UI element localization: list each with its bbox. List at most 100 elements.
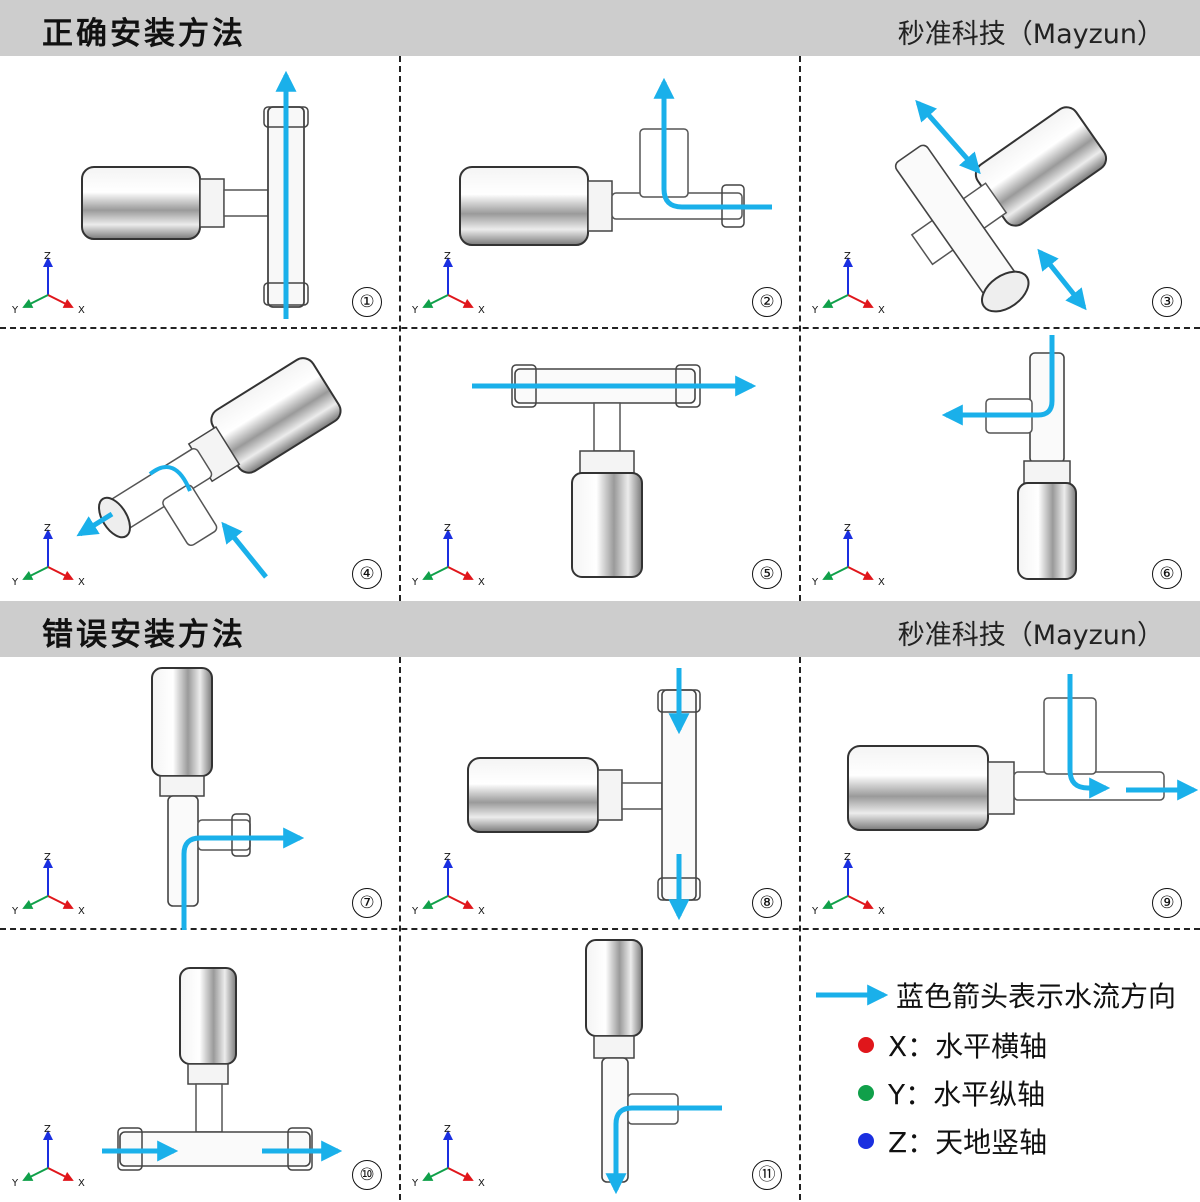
panel-number: ⑧ [752, 888, 782, 918]
axis-triad-icon: Z X Y [411, 852, 485, 916]
axis-label-z: Z [444, 523, 451, 534]
tee-valve-icon [102, 967, 343, 1171]
axis-label-z: Z [44, 852, 51, 863]
tee-valve-icon [585, 939, 722, 1195]
blue-dot-icon [858, 1133, 874, 1149]
panel-number: ⑩ [352, 1160, 382, 1190]
brand-label: 秒准科技（Mayzun） [897, 620, 1164, 651]
correct-section-title: 正确安装方法 [42, 16, 246, 52]
axis-label-x: X [878, 577, 885, 587]
axis-label-y: Y [811, 906, 819, 916]
panel-7: Z X Y ⑦ [0, 658, 400, 930]
axis-label-y: Y [411, 906, 419, 916]
axis-label-z: Z [844, 251, 851, 262]
axis-label-z: Z [44, 1124, 51, 1135]
tee-valve-icon [76, 357, 342, 579]
tee-valve-icon [941, 335, 1077, 580]
axis-label-y: Y [811, 577, 819, 587]
axis-label-z: Z [444, 251, 451, 262]
panel-number: ⑥ [1152, 559, 1182, 589]
panel-number: ① [352, 287, 382, 317]
wrong-section-header: 错误安装方法 秒准科技（Mayzun） [0, 601, 1200, 657]
axis-label-z: Z [44, 251, 51, 262]
axis-label-x: X [78, 1178, 85, 1188]
legend-arrow-text: 蓝色箭头表示水流方向 [896, 980, 1177, 1013]
tee-valve-icon [847, 674, 1199, 831]
correct-section-header: 正确安装方法 秒准科技（Mayzun） [0, 0, 1200, 56]
axis-label-y: Y [11, 1178, 19, 1188]
axis-label-z: Z [444, 1124, 451, 1135]
legend-x-row: X：水平横轴 [812, 1025, 1047, 1065]
panel-1: Z X Y ① [0, 57, 400, 329]
green-dot-icon [858, 1085, 874, 1101]
tee-valve-icon [151, 667, 305, 930]
axis-label-y: Y [11, 305, 19, 315]
axis-triad-icon: Z X Y [411, 523, 485, 587]
divider [399, 657, 401, 1200]
axis-label-y: Y [11, 906, 19, 916]
legend-y-row: Y：水平纵轴 [812, 1073, 1045, 1113]
axis-triad-icon: Z X Y [811, 523, 885, 587]
panel-number: ⑨ [1152, 888, 1182, 918]
divider [0, 928, 1200, 930]
axis-label-x: X [478, 906, 485, 916]
axis-triad-icon: Z X Y [811, 852, 885, 916]
legend-z-row: Z：天地竖轴 [812, 1121, 1047, 1161]
axis-triad-icon: Z X Y [811, 251, 885, 315]
panel-4: Z X Y ④ [0, 329, 400, 601]
legend-x-text: X：水平横轴 [888, 1030, 1048, 1063]
legend-y-text: Y：水平纵轴 [888, 1078, 1046, 1111]
axis-label-x: X [78, 906, 85, 916]
axis-label-z: Z [844, 523, 851, 534]
legend: 蓝色箭头表示水流方向 X：水平横轴 Y：水平纵轴 Z：天地竖轴 [812, 975, 1192, 1185]
axis-triad-icon: Z X Y [11, 523, 85, 587]
panel-number: ⑦ [352, 888, 382, 918]
tee-valve-icon [467, 668, 701, 921]
panel-9: Z X Y ⑨ [800, 658, 1200, 930]
axis-triad-icon: Z X Y [11, 1124, 85, 1188]
axis-label-x: X [78, 305, 85, 315]
panel-10: Z X Y ⑩ [0, 930, 400, 1202]
tee-valve-icon [459, 77, 772, 246]
panel-11: Z X Y ⑪ [400, 930, 800, 1202]
legend-z-text: Z：天地竖轴 [888, 1126, 1048, 1159]
axis-label-x: X [878, 906, 885, 916]
axis-label-y: Y [11, 577, 19, 587]
panel-number: ④ [352, 559, 382, 589]
tee-valve-icon [81, 70, 309, 319]
panel-5: Z X Y ⑤ [400, 329, 800, 601]
axis-label-z: Z [844, 852, 851, 863]
divider [0, 327, 1200, 329]
wrong-section-title: 错误安装方法 [42, 617, 246, 653]
tee-valve-icon [894, 99, 1108, 313]
axis-triad-icon: Z X Y [11, 852, 85, 916]
panel-number: ② [752, 287, 782, 317]
panel-6: Z X Y ⑥ [800, 329, 1200, 601]
tee-valve-icon [472, 364, 757, 578]
flow-arrow-icon [816, 984, 889, 1006]
panel-number: ③ [1152, 287, 1182, 317]
axis-label-y: Y [411, 305, 419, 315]
axis-label-y: Y [411, 1178, 419, 1188]
panel-3: Z X Y ③ [800, 57, 1200, 329]
axis-label-z: Z [444, 852, 451, 863]
axis-label-x: X [878, 305, 885, 315]
axis-label-x: X [78, 577, 85, 587]
axis-triad-icon: ZXY [411, 251, 485, 315]
divider [799, 657, 801, 1200]
panel-8: Z X Y ⑧ [400, 658, 800, 930]
axis-label-y: Y [811, 305, 819, 315]
panel-number: ⑪ [752, 1160, 782, 1190]
brand-label: 秒准科技（Mayzun） [897, 19, 1164, 50]
axis-triad-icon: Z X Y [411, 1124, 485, 1188]
axis-label-x: X [478, 577, 485, 587]
axis-label-x: X [478, 1178, 485, 1188]
divider [399, 56, 401, 601]
axis-label-z: Z [44, 523, 51, 534]
red-dot-icon [858, 1037, 874, 1053]
panel-number: ⑤ [752, 559, 782, 589]
axis-triad-icon: Z X Y [11, 251, 85, 315]
axis-label-y: Y [411, 577, 419, 587]
legend-arrow-row: 蓝色箭头表示水流方向 [812, 975, 1176, 1015]
